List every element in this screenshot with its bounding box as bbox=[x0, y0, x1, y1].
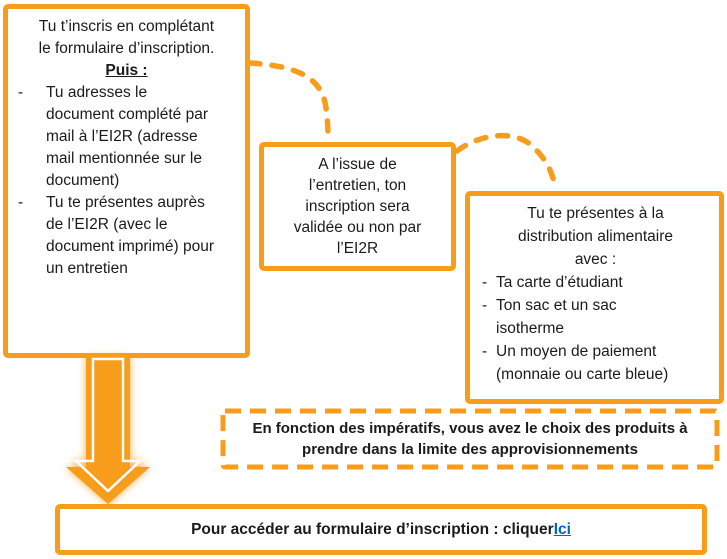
form-link[interactable]: Ici bbox=[553, 520, 571, 538]
distribution-bullet-text: Un moyen de paiement (monnaie ou carte b… bbox=[496, 343, 669, 383]
notice-line: En fonction des impératifs, vous avez le… bbox=[252, 419, 688, 437]
distribution-bullet: - Ton sac et un sac isotherme bbox=[482, 294, 709, 340]
distribution-bullet: - Ta carte d’étudiant bbox=[482, 271, 709, 294]
notice-box: En fonction des impératifs, vous avez le… bbox=[223, 411, 717, 467]
signup-bullet: - Tu adresses le document complété par m… bbox=[16, 82, 237, 192]
connector-validation-to-distribution bbox=[454, 132, 558, 193]
distribution-bullet-text: Ta carte d’étudiant bbox=[496, 274, 623, 291]
distribution-bullet-text: Ton sac et un sac isotherme bbox=[496, 297, 617, 337]
validation-line: l’EI2R bbox=[336, 240, 379, 257]
validation-line: inscription sera bbox=[305, 198, 410, 215]
signup-intro-line: le formulaire d’inscription. bbox=[38, 40, 215, 57]
distribution-head-line: avec : bbox=[574, 251, 617, 268]
validation-line: validée ou non par bbox=[293, 219, 422, 236]
validation-box: A l’issue de l’entretien, ton inscriptio… bbox=[259, 142, 456, 271]
bullet-dash: - bbox=[18, 84, 24, 101]
bullet-dash: - bbox=[18, 194, 24, 211]
bullet-dash: - bbox=[482, 343, 488, 360]
puis-heading: Puis : bbox=[105, 62, 148, 79]
form-access-box: Pour accéder au formulaire d’inscription… bbox=[55, 504, 707, 555]
bullet-dash: - bbox=[482, 274, 488, 291]
down-arrow bbox=[66, 357, 150, 504]
signup-intro-line: Tu t’inscris en complétant bbox=[38, 18, 215, 35]
signup-bullet: - Tu te présentes auprès de l’EI2R (avec… bbox=[16, 192, 237, 280]
signup-bullet-text: Tu adresses le document complété par mai… bbox=[46, 84, 213, 189]
distribution-box: Tu te présentes à la distribution alimen… bbox=[465, 191, 724, 404]
distribution-head-line: distribution alimentaire bbox=[517, 228, 674, 245]
form-access-text: Pour accéder au formulaire d’inscription… bbox=[191, 520, 554, 538]
validation-line: A l’issue de bbox=[318, 156, 397, 173]
signup-steps-box: Tu t’inscris en complétant le formulaire… bbox=[3, 4, 250, 358]
distribution-bullet: - Un moyen de paiement (monnaie ou carte… bbox=[482, 340, 709, 386]
notice-line: prendre dans la limite des approvisionne… bbox=[302, 441, 638, 458]
validation-line: l’entretien, ton bbox=[308, 177, 407, 194]
bullet-dash: - bbox=[482, 297, 488, 314]
connector-signup-to-validation bbox=[247, 60, 331, 144]
signup-bullet-text: Tu te présentes auprès de l’EI2R (avec l… bbox=[46, 194, 223, 277]
distribution-head-line: Tu te présentes à la bbox=[527, 205, 664, 222]
